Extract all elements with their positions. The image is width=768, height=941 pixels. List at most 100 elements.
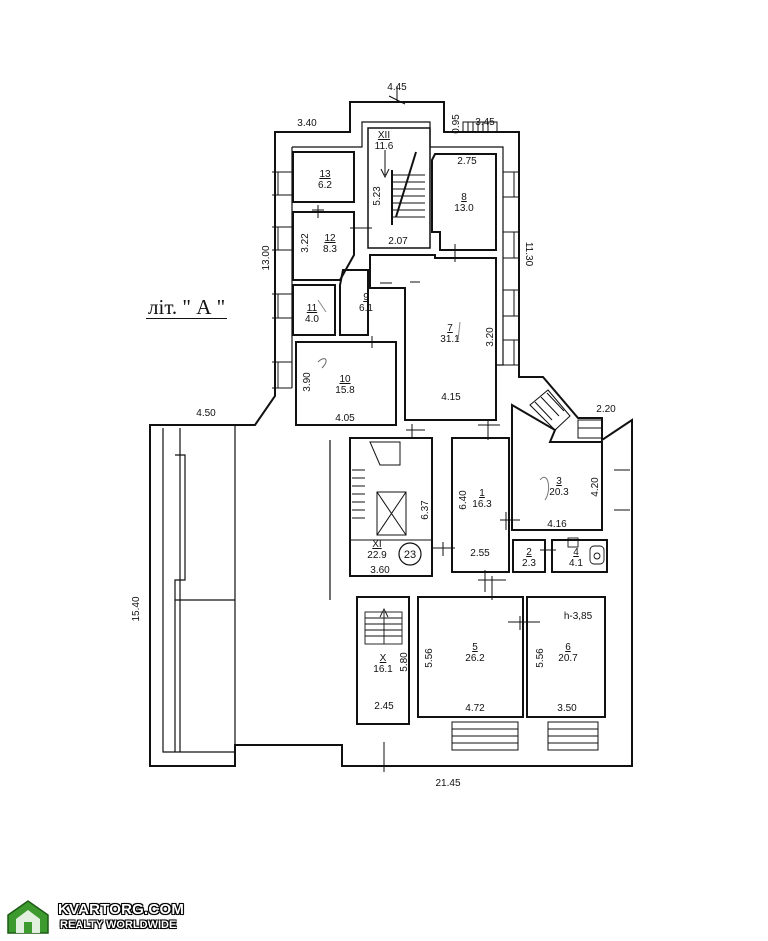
stair-xi-walls bbox=[349, 437, 433, 577]
dim-room6-width: 3.50 bbox=[557, 703, 577, 714]
stair-x-steps bbox=[364, 607, 403, 645]
room-xi-number: XI bbox=[372, 539, 381, 550]
room-2-number: 2 bbox=[526, 547, 532, 558]
room-13-area: 6.2 bbox=[318, 180, 332, 191]
room-7-number: 7 bbox=[447, 323, 453, 334]
watermark-title: KVARTORG.COM bbox=[58, 901, 185, 918]
room-x-number: X bbox=[380, 653, 387, 664]
upper-block-outline bbox=[149, 101, 633, 767]
room-x-area: 16.1 bbox=[373, 664, 393, 675]
room-9-walls bbox=[339, 269, 369, 336]
room-2-walls bbox=[512, 539, 546, 573]
dim-room8-width: 2.75 bbox=[457, 156, 477, 167]
room-6-walls bbox=[526, 596, 606, 718]
dim-room6-height: 5.56 bbox=[535, 648, 546, 668]
room-3-number: 3 bbox=[556, 476, 562, 487]
dim-room10-width: 4.05 bbox=[335, 413, 355, 424]
room-12-number: 12 bbox=[324, 233, 336, 244]
left-wing-stair-profile bbox=[174, 454, 235, 752]
dim-right-height: 11.30 bbox=[523, 242, 534, 267]
room-1-walls bbox=[451, 437, 510, 573]
dim-top-right-width: 3.45 bbox=[475, 117, 495, 128]
pencil-mark-7 bbox=[457, 321, 461, 341]
room-5-number: 5 bbox=[472, 642, 478, 653]
dim-room12-height: 3.22 bbox=[300, 233, 311, 253]
dim-room3-width: 4.16 bbox=[547, 519, 567, 530]
dim-room1-height: 6.40 bbox=[458, 490, 469, 510]
room-4-number: 4 bbox=[573, 547, 579, 558]
room-13-number: 13 bbox=[319, 169, 331, 180]
dim-left-wing-width: 4.50 bbox=[196, 408, 216, 419]
dim-right-wing-width: 2.20 bbox=[596, 404, 616, 415]
room-6-area: 20.7 bbox=[558, 653, 578, 664]
dim-total-height: 15.40 bbox=[131, 596, 142, 621]
room-10-area: 15.8 bbox=[335, 385, 355, 396]
dim-room10-height: 3.90 bbox=[302, 372, 313, 392]
pencil-mark-3 bbox=[539, 477, 550, 501]
room-7-walls bbox=[369, 254, 497, 421]
house-logo-icon bbox=[7, 900, 49, 934]
annex-stair bbox=[529, 389, 571, 431]
room-5-walls bbox=[417, 596, 524, 718]
entrance-steps bbox=[451, 121, 599, 751]
room-11-walls bbox=[292, 284, 336, 336]
room-11-number: 11 bbox=[307, 303, 318, 314]
room-13-walls bbox=[292, 151, 355, 203]
stair-xii-steps bbox=[380, 150, 425, 225]
room-xi-area: 22.9 bbox=[367, 550, 387, 561]
room-x-walls bbox=[356, 596, 410, 725]
room-12-walls bbox=[292, 211, 355, 281]
room-4-walls bbox=[551, 539, 608, 573]
room-10-number: 10 bbox=[339, 374, 351, 385]
dim-stair-xii-width: 2.07 bbox=[388, 236, 408, 247]
room-10-walls bbox=[295, 341, 397, 426]
room-8-number: 8 bbox=[461, 192, 467, 203]
dim-top-center-width: 4.45 bbox=[387, 82, 407, 93]
plan-caption: літ. " А " bbox=[146, 295, 228, 319]
room-3-area: 20.3 bbox=[549, 487, 569, 498]
dim-room-x-height: 5.80 bbox=[399, 652, 410, 672]
room-8-area: 13.0 bbox=[454, 203, 474, 214]
pencil-mark-10 bbox=[317, 358, 327, 369]
dim-room5-height: 5.56 bbox=[424, 648, 435, 668]
pencil-mark-11 bbox=[317, 299, 327, 313]
room-3-walls bbox=[511, 403, 603, 531]
dim-top-left-width: 3.40 bbox=[297, 118, 317, 129]
height-note: h-3,85 bbox=[564, 611, 593, 622]
stair-xii-walls bbox=[367, 127, 431, 249]
room-11-area: 4.0 bbox=[305, 314, 319, 325]
room-1-area: 16.3 bbox=[472, 499, 492, 510]
room-4-area: 4.1 bbox=[569, 558, 583, 569]
dim-top-right-small: 0.95 bbox=[451, 114, 462, 134]
dim-stair-xi-width: 3.60 bbox=[370, 565, 390, 576]
dim-left-height: 13.00 bbox=[261, 245, 272, 270]
room-1-number: 1 bbox=[479, 488, 485, 499]
dim-total-width: 21.45 bbox=[435, 778, 460, 789]
dim-stair-xii-height: 5.23 bbox=[372, 186, 383, 206]
room-2-area: 2.3 bbox=[522, 558, 536, 569]
room-6-number: 6 bbox=[565, 642, 571, 653]
room-8-walls bbox=[431, 153, 497, 251]
room-9-number: 9 bbox=[363, 292, 369, 303]
stamp-number: 23 bbox=[404, 549, 416, 561]
dim-room-x-width: 2.45 bbox=[374, 701, 394, 712]
dim-room5-width: 4.72 bbox=[465, 703, 485, 714]
room-12-area: 8.3 bbox=[323, 244, 337, 255]
dim-room1-width: 2.55 bbox=[470, 548, 490, 559]
room-5-area: 26.2 bbox=[465, 653, 485, 664]
dim-stair-xi-height: 6.37 bbox=[420, 500, 431, 520]
dim-room7-width: 4.15 bbox=[441, 392, 461, 403]
stamp-circle bbox=[398, 542, 422, 566]
window-marks bbox=[272, 171, 630, 511]
sanitary-fixtures bbox=[567, 537, 605, 565]
dimension-ticks bbox=[312, 86, 556, 772]
dim-room7-height: 3.20 bbox=[485, 327, 496, 347]
left-wing-inner bbox=[162, 425, 331, 753]
room-9-area: 6.1 bbox=[359, 303, 373, 314]
room-7-area: 31.1 bbox=[440, 334, 460, 345]
watermark: KVARTORG.COM REALTY WORLDWIDE bbox=[4, 898, 194, 938]
watermark-subtitle: REALTY WORLDWIDE bbox=[60, 919, 177, 931]
dim-room3-height: 4.20 bbox=[590, 477, 601, 497]
